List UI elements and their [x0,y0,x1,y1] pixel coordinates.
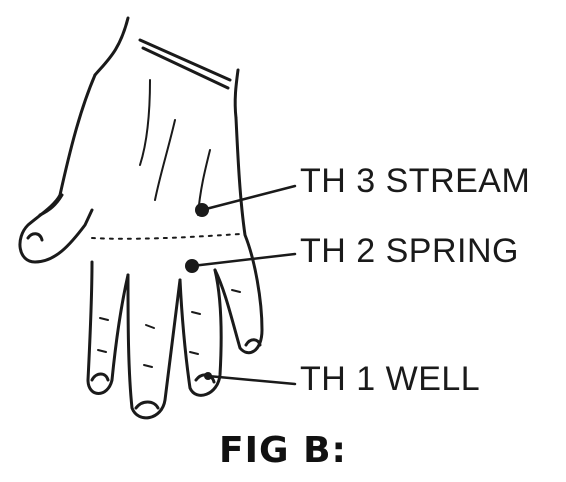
figure-caption: FIG B: [0,430,566,471]
th3-stream-label: TH 3 STREAM [300,162,530,201]
hand-outline [20,75,262,418]
wrist-outline [95,18,238,118]
th2-marker [185,254,295,273]
th2-spring-label: TH 2 SPRING [300,232,519,271]
th1-well-label: TH 1 WELL [300,360,480,399]
th3-marker [195,186,295,217]
